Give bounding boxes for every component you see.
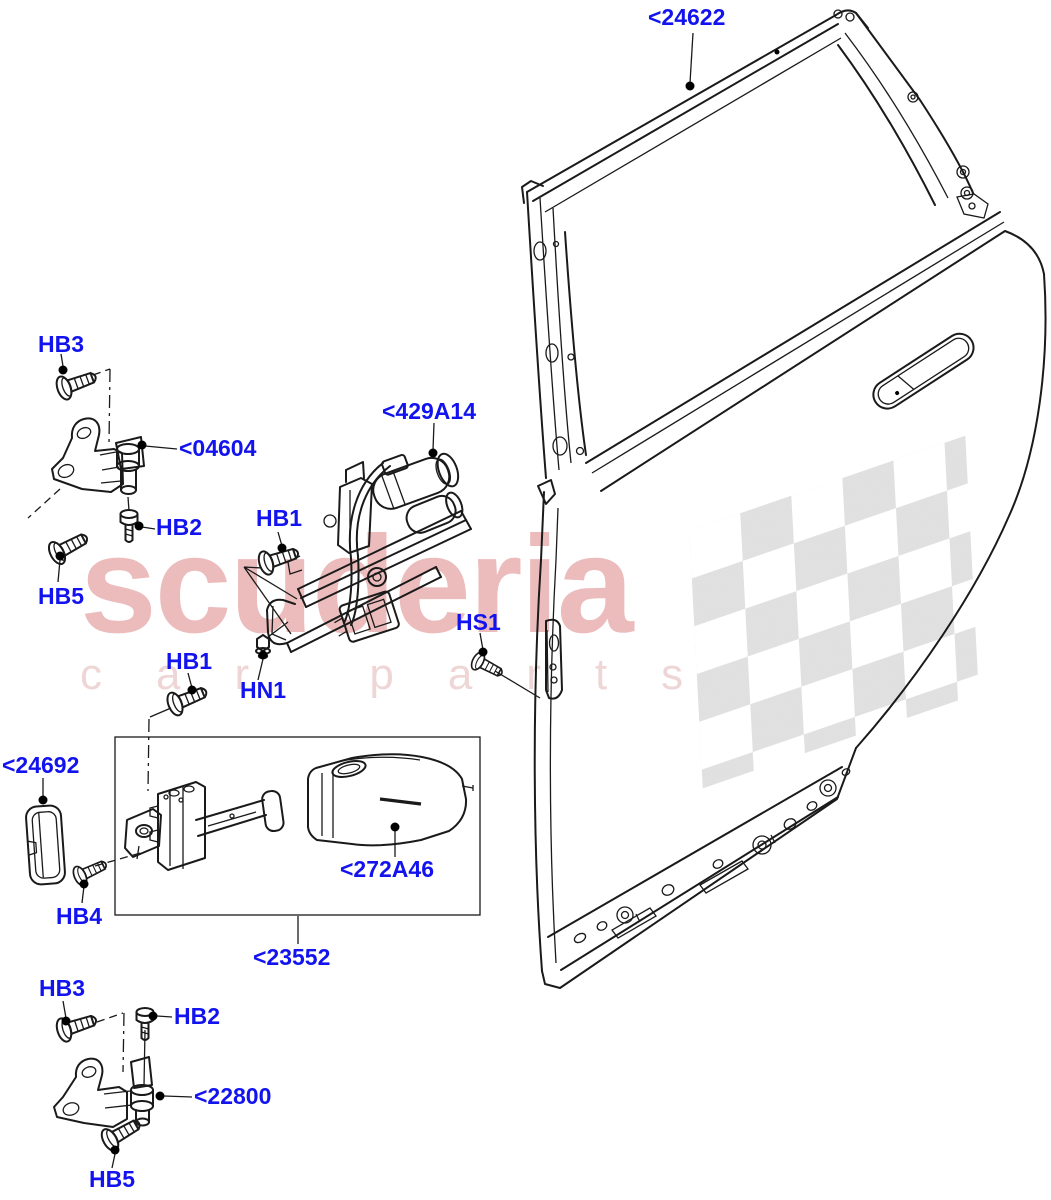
- part-label-hb5-lower[interactable]: HB5: [89, 1166, 136, 1192]
- lower-door-hinge: [53, 1056, 154, 1128]
- part-label-23552[interactable]: <23552: [253, 944, 331, 970]
- part-label-429a14[interactable]: <429A14: [382, 398, 476, 424]
- part-label-hb1-lower[interactable]: HB1: [166, 648, 213, 674]
- part-label-272a46[interactable]: <272A46: [340, 856, 434, 882]
- rear-door-panel: [521, 9, 1047, 989]
- watermark-subtitle: car parts: [80, 650, 738, 699]
- part-label-hb1-upper[interactable]: HB1: [256, 505, 303, 531]
- part-label-hb5-upper[interactable]: HB5: [38, 583, 85, 609]
- door-handle-recess: [872, 332, 975, 410]
- check-strap-cover: [307, 753, 474, 847]
- part-label-hb3-lower[interactable]: HB3: [39, 975, 86, 1001]
- callout-dots: [38, 81, 695, 1155]
- part-label-hs1[interactable]: HS1: [456, 609, 501, 635]
- door-latch-assembly: [266, 452, 472, 653]
- part-label-22800[interactable]: <22800: [194, 1083, 272, 1109]
- upper-door-hinge: [51, 417, 145, 495]
- door-check-strap: [124, 781, 285, 871]
- part-label-24622[interactable]: <24622: [648, 4, 726, 30]
- part-label-hn1[interactable]: HN1: [240, 677, 287, 703]
- part-label-hb2-upper[interactable]: HB2: [156, 514, 203, 540]
- leader-lines: [27, 32, 694, 1169]
- part-label-hb3-upper[interactable]: HB3: [38, 331, 85, 357]
- part-label-24692[interactable]: <24692: [2, 752, 80, 778]
- part-label-04604[interactable]: <04604: [179, 435, 257, 461]
- striker-cover: [25, 804, 66, 886]
- check-strap-kit-box: [114, 736, 481, 916]
- part-label-hb2-lower[interactable]: HB2: [174, 1003, 221, 1029]
- part-label-hb4[interactable]: HB4: [56, 903, 103, 929]
